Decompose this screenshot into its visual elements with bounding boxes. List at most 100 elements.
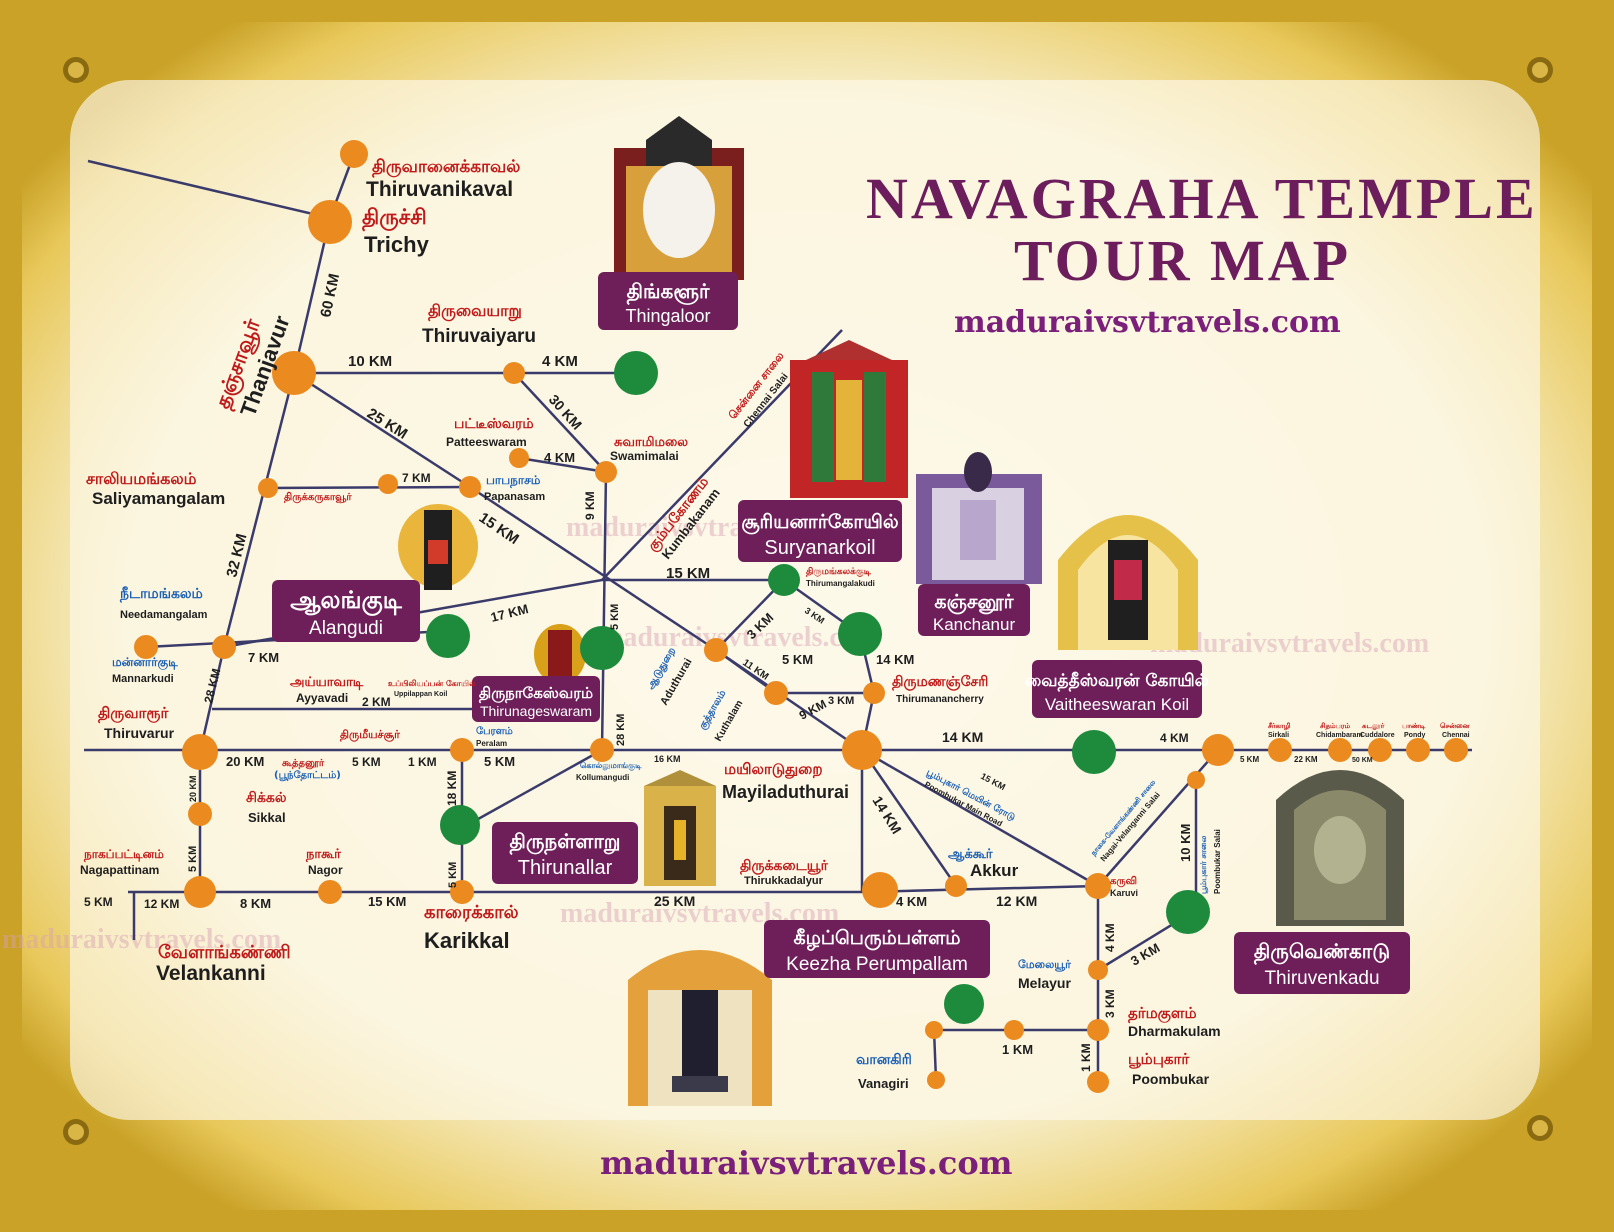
town-label-ta: திருவானைக்காவல் bbox=[372, 157, 520, 177]
distance-label: 14 KM bbox=[942, 729, 983, 745]
temple-image-keezhaperumpallam bbox=[628, 950, 772, 1106]
town-node[interactable] bbox=[925, 1021, 943, 1039]
town-label-en: (பூந்தோட்டம்) bbox=[274, 769, 341, 781]
town-node[interactable] bbox=[595, 461, 617, 483]
temple-node-thirunallar[interactable] bbox=[440, 805, 480, 845]
temple-image-thingaloor bbox=[614, 116, 744, 280]
distance-label: 22 KM bbox=[1294, 755, 1318, 764]
label-box-vaitheeswaran bbox=[1032, 660, 1202, 718]
town-node[interactable] bbox=[590, 738, 614, 762]
town-node[interactable] bbox=[450, 880, 474, 904]
town-node[interactable] bbox=[863, 682, 885, 704]
town-node[interactable] bbox=[503, 362, 525, 384]
road bbox=[513, 372, 607, 473]
temple-node-thingaloor[interactable] bbox=[614, 351, 658, 395]
town-label-en: Poombukar bbox=[1132, 1071, 1210, 1087]
town-label-en: Cuddalore bbox=[1360, 732, 1395, 739]
temple-node-kanchanur[interactable] bbox=[838, 612, 882, 656]
town-node[interactable] bbox=[182, 734, 218, 770]
town-label-ta: திருவையாறு bbox=[428, 301, 522, 321]
temple-image-alangudi bbox=[398, 504, 478, 590]
town-node[interactable] bbox=[318, 880, 342, 904]
parchment-center bbox=[70, 80, 1540, 1120]
temple-node-alangudi[interactable] bbox=[426, 614, 470, 658]
town-node[interactable] bbox=[459, 476, 481, 498]
temple-node-suryanarkoil[interactable] bbox=[768, 564, 800, 596]
temple-label-en: Kanchanur bbox=[933, 615, 1016, 634]
town-node[interactable] bbox=[308, 200, 352, 244]
temple-label-ta: ஆலங்குடி bbox=[290, 586, 402, 616]
town-node[interactable] bbox=[764, 681, 788, 705]
town-node[interactable] bbox=[1187, 771, 1205, 789]
town-node[interactable] bbox=[842, 730, 882, 770]
temple-label-ta: திருநள்ளாறு bbox=[509, 829, 620, 855]
label-box-thiruvenkadu bbox=[1234, 932, 1410, 994]
town-node[interactable] bbox=[509, 448, 529, 468]
town-node[interactable] bbox=[862, 872, 898, 908]
town-label-ta: ஆக்கூர் bbox=[948, 847, 993, 862]
town-node[interactable] bbox=[378, 474, 398, 494]
temple-label-en: Keezha Perumpallam bbox=[786, 954, 968, 975]
town-node[interactable] bbox=[184, 876, 216, 908]
town-node[interactable] bbox=[1406, 738, 1430, 762]
town-label-ta: நீடாமங்கலம் bbox=[119, 586, 203, 603]
town-label-ta: கூத்தனூர் bbox=[282, 758, 325, 769]
distance-label: 15 KM bbox=[368, 894, 406, 909]
temple-label-en: Thirunageswaram bbox=[480, 703, 592, 719]
town-node[interactable] bbox=[1444, 738, 1468, 762]
distance-label: 4 KM bbox=[1103, 923, 1117, 952]
town-label-en: Mannarkudi bbox=[112, 673, 174, 685]
temple-node-keezhaperumpallam[interactable] bbox=[944, 984, 984, 1024]
town-node[interactable] bbox=[1202, 734, 1234, 766]
town-label-ta: நாகப்பட்டினம் bbox=[83, 847, 164, 862]
town-label-ta: கருவி bbox=[1110, 875, 1137, 887]
town-node[interactable] bbox=[272, 351, 316, 395]
distance-label: 5 KM bbox=[352, 755, 381, 769]
temple-image-thiruvenkadu bbox=[1276, 770, 1404, 926]
town-node[interactable] bbox=[945, 875, 967, 897]
town-node[interactable] bbox=[704, 638, 728, 662]
town-node[interactable] bbox=[1087, 1019, 1109, 1041]
town-node[interactable] bbox=[927, 1071, 945, 1089]
town-node[interactable] bbox=[134, 635, 158, 659]
town-label-ta: கடலூர் bbox=[1362, 722, 1385, 731]
distance-label: 20 KM bbox=[188, 775, 198, 802]
town-label-en: Nagapattinam bbox=[80, 863, 159, 877]
town-node[interactable] bbox=[1368, 738, 1392, 762]
town-node[interactable] bbox=[1085, 873, 1111, 899]
town-label-ta: சீர்காழி bbox=[1268, 721, 1291, 731]
town-node[interactable] bbox=[450, 738, 474, 762]
town-label-ta: நாகூர் bbox=[305, 847, 341, 862]
temple-node-thiruvenkadu[interactable] bbox=[1166, 890, 1210, 934]
distance-label: 12 KM bbox=[144, 897, 179, 911]
road-label-en: Poombukar Salai bbox=[1213, 829, 1222, 894]
distance-label: 5 KM bbox=[84, 895, 113, 909]
label-box-kanchanur bbox=[918, 584, 1030, 636]
town-node[interactable] bbox=[1004, 1020, 1024, 1040]
town-label-ta: பட்டீஸ்வரம் bbox=[454, 416, 534, 432]
town-label-ta: வேளாங்கண்ணி bbox=[158, 942, 291, 963]
town-label-en: Uppilappan Koil bbox=[394, 691, 447, 698]
temple-label-en: Thiruvenkadu bbox=[1264, 968, 1379, 989]
town-node[interactable] bbox=[1268, 738, 1292, 762]
town-label-ta: தர்மகுளம் bbox=[1128, 1004, 1197, 1023]
town-label-ta: வானகிரி bbox=[856, 1052, 912, 1068]
town-node[interactable] bbox=[212, 635, 236, 659]
temple-node-thirunageswaram[interactable] bbox=[580, 626, 624, 670]
road bbox=[267, 485, 471, 490]
road bbox=[715, 579, 785, 651]
website-url-bottom[interactable]: maduraivsvtravels.com bbox=[600, 1144, 1013, 1182]
temple-node-vaitheeswaran[interactable] bbox=[1072, 730, 1116, 774]
temple-label-ta: கீழப்பெரும்பள்ளம் bbox=[793, 927, 960, 951]
town-node[interactable] bbox=[188, 802, 212, 826]
town-label-ta: பாண்டி bbox=[1402, 722, 1426, 730]
town-node[interactable] bbox=[1088, 960, 1108, 980]
town-node[interactable] bbox=[1087, 1071, 1109, 1093]
town-label-en: Chidambaram bbox=[1316, 732, 1363, 739]
town-node[interactable] bbox=[258, 478, 278, 498]
distance-label: 4 KM bbox=[896, 894, 927, 909]
town-node[interactable] bbox=[340, 140, 368, 168]
website-url-top[interactable]: maduraivsvtravels.com bbox=[954, 305, 1341, 340]
town-node[interactable] bbox=[1328, 738, 1352, 762]
